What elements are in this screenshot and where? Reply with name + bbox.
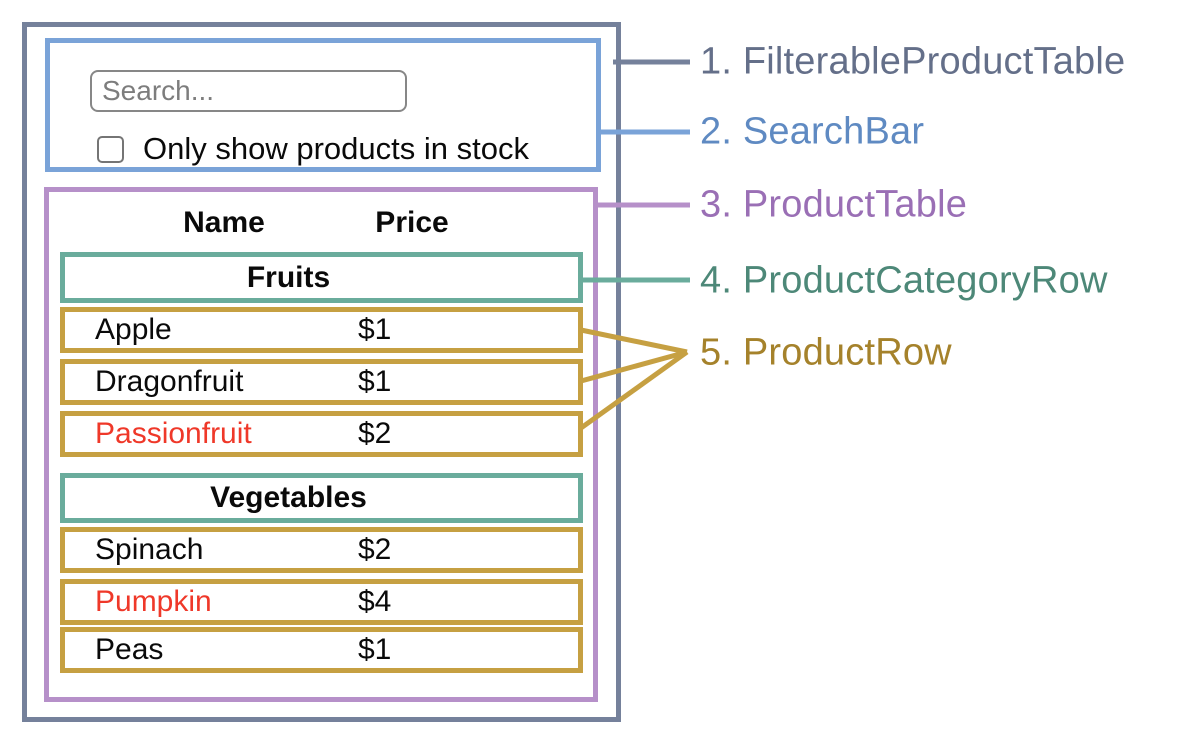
- legend-product-table: 3. ProductTable: [700, 183, 968, 226]
- product-price: $1: [358, 365, 392, 398]
- product-row-apple: Apple $1: [60, 307, 583, 353]
- product-price: $1: [358, 633, 392, 666]
- legend-product-row: 5. ProductRow: [700, 331, 952, 374]
- product-price: $1: [358, 313, 392, 346]
- product-name-out-of-stock: Passionfruit: [95, 417, 252, 450]
- product-row-pumpkin: Pumpkin $4: [60, 579, 583, 625]
- search-bar-box: Only show products in stock: [45, 38, 601, 172]
- name-column-header: Name: [183, 206, 265, 239]
- product-name: Dragonfruit: [95, 365, 244, 398]
- price-column-header: Price: [375, 206, 449, 239]
- legend-filterable-product-table: 1. FilterableProductTable: [700, 40, 1126, 83]
- product-row-dragonfruit: Dragonfruit $1: [60, 359, 583, 405]
- product-price: $2: [358, 417, 392, 450]
- category-row-vegetables: Vegetables: [60, 473, 583, 523]
- category-label: Fruits: [246, 261, 331, 294]
- in-stock-filter-row: Only show products in stock: [97, 131, 529, 167]
- product-row-spinach: Spinach $2: [60, 527, 583, 573]
- product-row-peas: Peas $1: [60, 627, 583, 673]
- product-price: $2: [358, 533, 392, 566]
- category-label: Vegetables: [210, 481, 367, 514]
- product-name: Peas: [95, 633, 164, 666]
- product-name: Spinach: [95, 533, 204, 566]
- product-table-box: Name Price Fruits Apple $1 Dragonfruit $…: [44, 187, 598, 702]
- legend-product-category-row: 4. ProductCategoryRow: [700, 259, 1108, 302]
- in-stock-checkbox-label: Only show products in stock: [143, 131, 529, 166]
- search-input[interactable]: [90, 70, 407, 112]
- product-name-out-of-stock: Pumpkin: [95, 585, 212, 618]
- category-row-fruits: Fruits: [60, 252, 583, 303]
- in-stock-checkbox[interactable]: [97, 135, 124, 163]
- legend-search-bar: 2. SearchBar: [700, 110, 925, 153]
- product-price: $4: [358, 585, 392, 618]
- filterable-product-table-box: Only show products in stock Name Price F…: [22, 22, 621, 722]
- product-name: Apple: [95, 313, 172, 346]
- product-row-passionfruit: Passionfruit $2: [60, 411, 583, 457]
